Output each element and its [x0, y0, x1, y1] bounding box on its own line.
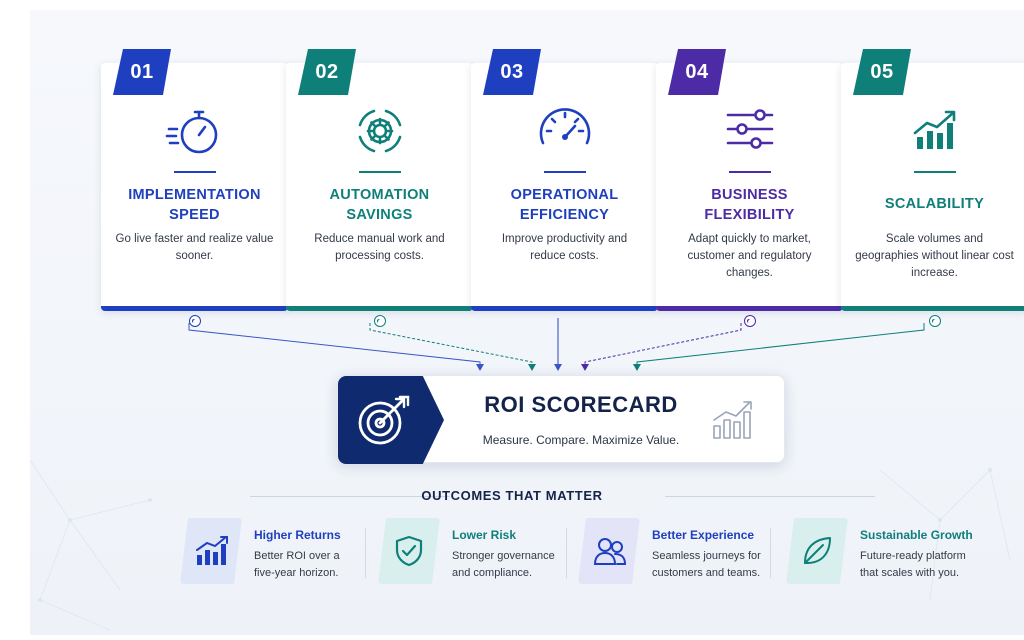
- outcome-text-line: that scales with you.: [860, 567, 960, 579]
- pillar-description: Scale volumes and geographies without li…: [855, 233, 1014, 279]
- divider: [770, 528, 771, 578]
- scorecard-subtitle: Measure. Compare. Maximize Value.: [482, 433, 680, 447]
- outcome-text-line: five-year horizon.: [254, 567, 339, 579]
- outcome-lower-risk: Lower Risk Stronger governance and compl…: [378, 518, 578, 584]
- bar-chart-icon: [713, 401, 752, 439]
- outcome-better-experience: Better Experience Seamless journeys for …: [578, 518, 778, 584]
- pillar-number-badge: 02: [298, 49, 356, 95]
- outcome-text-line: Stronger governance: [452, 550, 555, 562]
- outcome-sustainable-growth: Sustainable Growth Future-ready platform…: [786, 518, 986, 584]
- outcome-icon-tile: [578, 518, 640, 584]
- pillar-card-business-flexibility: 04 BUSINESS FLEXIBILITY Adapt quickly to…: [656, 63, 843, 327]
- bar-chart-up-icon: [195, 535, 229, 567]
- pillar-accent-bar: [471, 306, 658, 311]
- connector-node: [743, 315, 756, 327]
- connector-node: [373, 315, 386, 327]
- outcomes-heading-row: OUTCOMES THAT MATTER: [0, 487, 1024, 505]
- outcome-description: Better ROI over a five-year horizon.: [254, 548, 340, 582]
- gauge-icon: [539, 108, 590, 145]
- pillar-number-badge: 03: [483, 49, 541, 95]
- roi-scorecard-panel: ROI SCORECARD Measure. Compare. Maximize…: [337, 375, 785, 464]
- growth-chart-icon: [913, 110, 955, 149]
- pillar-card-automation-savings: 02 AUTOMATION SAVINGS Reduce manual work…: [286, 63, 473, 327]
- pillar-description: Improve productivity and reduce costs.: [501, 233, 628, 262]
- outcome-text-line: Future-ready platform: [860, 550, 966, 562]
- divider: [543, 171, 586, 173]
- outcome-title: Better Experience: [652, 528, 755, 542]
- connector-node: [928, 315, 941, 327]
- pillar-card-implementation-speed: 01 IMPLEMENTATION SPEED Go live faster a…: [101, 63, 288, 327]
- pillar-title: BUSINESS FLEXIBILITY: [704, 187, 795, 223]
- divider: [365, 528, 366, 578]
- pillar-number-badge: 01: [113, 49, 171, 95]
- pillar-accent-bar: [656, 306, 843, 311]
- gear-cycle-icon: [358, 109, 401, 153]
- divider: [728, 171, 771, 173]
- outcome-icon-tile: [378, 518, 440, 584]
- sliders-icon: [726, 109, 773, 149]
- outcomes-heading: OUTCOMES THAT MATTER: [421, 488, 603, 503]
- shield-check-icon: [393, 535, 425, 567]
- scorecard-title: ROI SCORECARD: [484, 392, 678, 417]
- pillar-number-badge: 04: [668, 49, 726, 95]
- people-icon: [593, 535, 627, 567]
- divider: [665, 496, 875, 497]
- outcome-description: Stronger governance and compliance.: [452, 548, 555, 582]
- pillar-description: Reduce manual work and processing costs.: [314, 233, 445, 262]
- pillar-description: Go live faster and realize value sooner.: [115, 233, 274, 262]
- outcome-title: Higher Returns: [254, 528, 341, 542]
- pillar-card-scalability: 05 SCALABILITY Scale volumes and geograp…: [841, 63, 1024, 327]
- pillar-accent-bar: [101, 306, 288, 311]
- outcome-icon-tile: [180, 518, 242, 584]
- stopwatch-icon: [165, 110, 217, 154]
- pillar-number-badge: 05: [853, 49, 911, 95]
- target-arrow-icon: [358, 395, 410, 445]
- outcome-text-line: customers and teams.: [652, 567, 761, 579]
- pillar-title: SCALABILITY: [884, 196, 985, 212]
- outcome-icon-tile: [786, 518, 848, 584]
- divider: [566, 528, 567, 578]
- leaf-icon: [801, 535, 833, 567]
- outcome-text-line: and compliance.: [452, 567, 533, 579]
- outcome-text-line: Seamless journeys for: [652, 550, 761, 562]
- connector-node: [188, 315, 201, 327]
- pillar-description: Adapt quickly to market, customer and re…: [687, 233, 812, 279]
- outcome-text-line: Better ROI over a: [254, 550, 340, 562]
- pillar-accent-bar: [841, 306, 1024, 311]
- divider: [173, 171, 216, 173]
- divider: [250, 496, 450, 497]
- outcome-description: Future-ready platform that scales with y…: [860, 548, 966, 582]
- divider: [358, 171, 401, 173]
- pillar-title: AUTOMATION SAVINGS: [329, 187, 430, 223]
- pillar-title: OPERATIONAL EFFICIENCY: [510, 187, 619, 223]
- outcome-description: Seamless journeys for customers and team…: [652, 548, 761, 582]
- pillar-title: IMPLEMENTATION SPEED: [128, 187, 261, 223]
- pillar-card-operational-efficiency: 03 OPERATIONAL EFFICIENCY Improve produc…: [471, 63, 658, 311]
- outcome-title: Sustainable Growth: [860, 528, 973, 542]
- divider: [913, 171, 956, 173]
- pillar-accent-bar: [286, 306, 473, 311]
- outcome-higher-returns: Higher Returns Better ROI over a five-ye…: [180, 518, 380, 584]
- outcome-title: Lower Risk: [452, 528, 517, 542]
- target-panel: [338, 376, 444, 464]
